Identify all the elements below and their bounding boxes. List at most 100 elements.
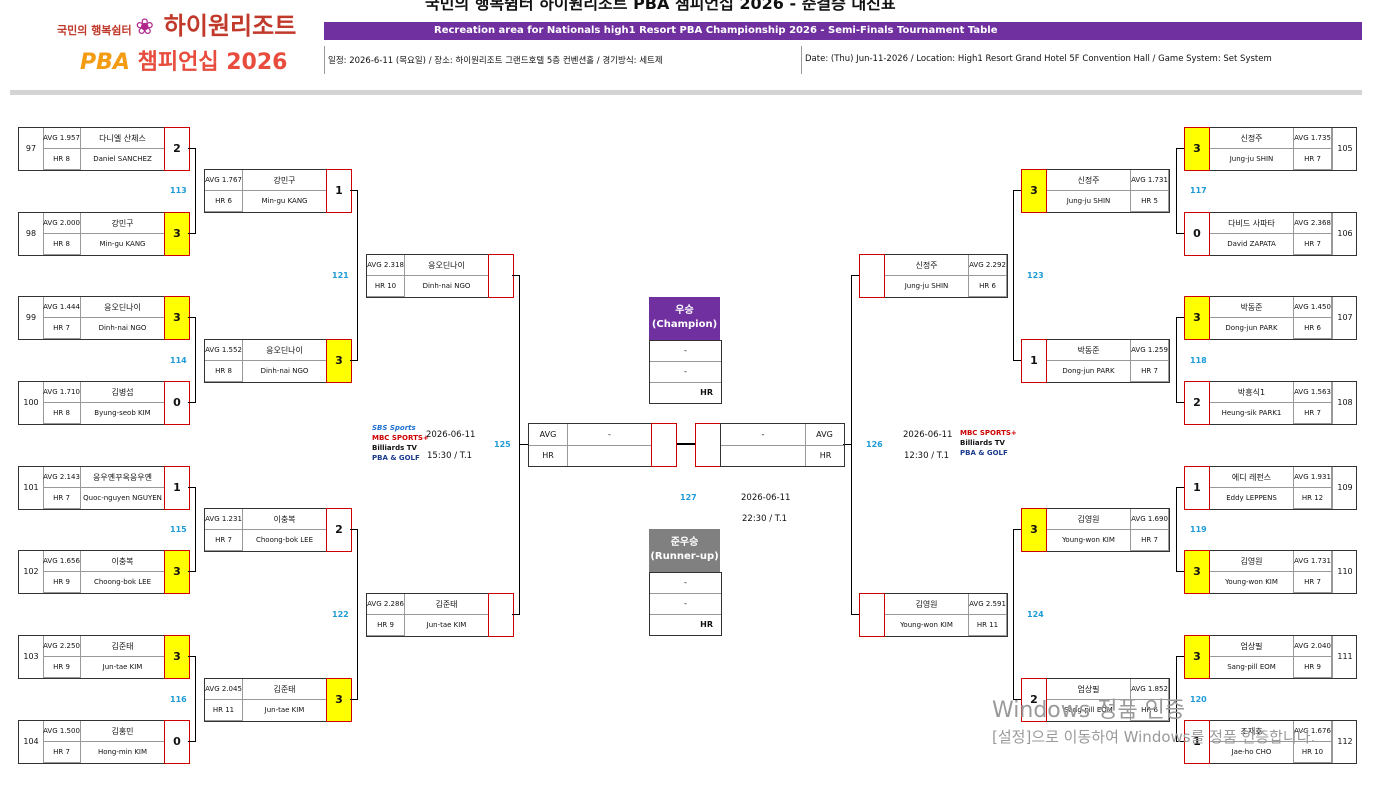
right-r1-6-avg: AVG 2.040 bbox=[1294, 636, 1332, 657]
bracket-line bbox=[1013, 699, 1021, 700]
event-info-en: Date: (Thu) Jun-11-2026 / Location: High… bbox=[805, 54, 1272, 64]
right-r1-4-seed: 109 bbox=[1332, 467, 1357, 509]
bracket-line bbox=[1176, 487, 1184, 488]
right-r2-2-avg: AVG 1.690 bbox=[1131, 509, 1169, 530]
right-r1-7-score: 1 bbox=[1184, 720, 1210, 764]
billiards-tv-logo: Billiards TV bbox=[372, 444, 417, 452]
bracket-line bbox=[188, 317, 196, 318]
left-r1-7-seed: 104 bbox=[19, 721, 44, 763]
bracket-line bbox=[1013, 529, 1021, 530]
runnerup-label-ko: 준우승 bbox=[670, 537, 699, 548]
right-r2-0-avg: AVG 1.731 bbox=[1131, 170, 1169, 191]
bracket-line bbox=[1013, 190, 1014, 361]
left-r3-0-avg: AVG 2.318 bbox=[367, 255, 405, 276]
left-r3-0-name-en: Dinh-nai NGO bbox=[405, 276, 489, 297]
left-r2-0-hr: HR 6 bbox=[205, 191, 243, 212]
left-r1-1-seed: 98 bbox=[19, 213, 44, 255]
final-right-name: - bbox=[721, 424, 806, 446]
match-number: 121 bbox=[332, 271, 349, 280]
bracket-line bbox=[1176, 148, 1184, 149]
left-semi-time: 15:30 / T.1 bbox=[427, 451, 473, 461]
bracket-line bbox=[1013, 190, 1021, 191]
right-r1-2-hr: HR 6 bbox=[1294, 318, 1332, 339]
left-r1-5-name-en: Choong-bok LEE bbox=[81, 572, 165, 593]
right-r1-6-name-en: Sang-pill EOM bbox=[1210, 657, 1294, 678]
left-r1-2-name-en: Dinh-nai NGO bbox=[81, 318, 165, 339]
bracket-line bbox=[1013, 360, 1021, 361]
champion-label-en: (Champion) bbox=[651, 319, 718, 330]
match-number: 114 bbox=[170, 356, 187, 365]
right-r1-6-score: 3 bbox=[1184, 635, 1210, 679]
right-r1-1-name-ko: 다비드 사파타 bbox=[1210, 213, 1294, 234]
left-r1-6-name-ko: 김준태 bbox=[81, 636, 165, 657]
right-r2-3-avg: AVG 1.852 bbox=[1131, 679, 1169, 700]
left-r3-1-name-ko: 김준태 bbox=[405, 594, 489, 615]
right-r2-0-name-ko: 신정주 bbox=[1047, 170, 1131, 191]
left-r3-0-hr: HR 10 bbox=[367, 276, 405, 297]
header-separator bbox=[10, 90, 1362, 95]
final-right-box: - AVG HR bbox=[720, 423, 845, 467]
match-number: 125 bbox=[494, 440, 511, 449]
left-r2-2-score: 2 bbox=[326, 508, 352, 552]
left-r2-3-name-en: Jun-tae KIM bbox=[243, 700, 327, 721]
left-r2-3-score: 3 bbox=[326, 678, 352, 722]
right-r1-3-score: 2 bbox=[1184, 381, 1210, 425]
bracket-line bbox=[357, 529, 358, 700]
left-r1-3-seed: 100 bbox=[19, 382, 44, 424]
runnerup-hr: HR bbox=[700, 620, 713, 629]
final-time: 22:30 / T.1 bbox=[742, 514, 788, 524]
right-r1-4-hr: HR 12 bbox=[1294, 488, 1332, 509]
activation-watermark-text: [설정]으로 이동하여 Windows를 정품 인증합니다. bbox=[992, 728, 1316, 746]
final-right-avg: AVG bbox=[805, 424, 844, 446]
champion-hr: HR bbox=[700, 388, 713, 397]
bracket-line bbox=[350, 190, 358, 191]
left-r1-0-hr: HR 8 bbox=[43, 149, 81, 170]
bracket-line bbox=[512, 614, 520, 615]
right-r1-7-name-en: Jae-ho CHO bbox=[1210, 742, 1294, 763]
right-r1-5-name-ko: 김영원 bbox=[1210, 551, 1294, 572]
bracket-line bbox=[195, 487, 196, 572]
right-r1-1-score: 0 bbox=[1184, 212, 1210, 256]
final-right-score bbox=[695, 423, 721, 467]
right-r2-1-name-ko: 박동준 bbox=[1047, 340, 1131, 361]
right-r3-0-name-en: Jung-ju SHIN bbox=[885, 276, 969, 297]
right-r2-3-name-ko: 엄상필 bbox=[1047, 679, 1131, 700]
left-r1-0-name-ko: 다니엘 산체스 bbox=[81, 128, 165, 149]
champion-header: 우승 (Champion) bbox=[649, 297, 720, 341]
right-r1-7-name-ko: 조재호 bbox=[1210, 721, 1294, 742]
bracket-line bbox=[188, 571, 196, 572]
flower-icon: ❀ bbox=[135, 15, 154, 40]
right-r1-5-avg: AVG 1.731 bbox=[1294, 551, 1332, 572]
right-r3-0-name-ko: 신정주 bbox=[885, 255, 969, 276]
left-r1-6-hr: HR 9 bbox=[43, 657, 81, 678]
match-number: 113 bbox=[170, 186, 187, 195]
left-r2-3-avg: AVG 2.045 bbox=[205, 679, 243, 700]
bracket-line bbox=[1176, 148, 1177, 234]
right-r1-3-name-en: Heung-sik PARK1 bbox=[1210, 403, 1294, 424]
right-r1-5-name-en: Young-won KIM bbox=[1210, 572, 1294, 593]
bracket-line bbox=[1176, 656, 1184, 657]
bracket-line bbox=[350, 360, 358, 361]
bracket-line bbox=[1176, 487, 1177, 572]
right-r2-1-name-en: Dong-jun PARK bbox=[1047, 361, 1131, 382]
left-r1-5-seed: 102 bbox=[19, 551, 44, 593]
right-r1-0-hr: HR 7 bbox=[1294, 149, 1332, 170]
right-r3-1-name-ko: 김영원 bbox=[885, 594, 969, 615]
left-r1-3-name-ko: 김병섭 bbox=[81, 382, 165, 403]
right-r2-2-name-ko: 김영원 bbox=[1047, 509, 1131, 530]
bracket-line bbox=[188, 148, 196, 149]
right-r2-1-score: 1 bbox=[1021, 339, 1047, 383]
bracket-line bbox=[843, 444, 852, 445]
right-r3-1-hr: HR 11 bbox=[969, 615, 1007, 636]
runnerup-header: 준우승 (Runner-up) bbox=[649, 529, 720, 573]
bracket-line bbox=[851, 275, 859, 276]
left-r2-2-avg: AVG 1.231 bbox=[205, 509, 243, 530]
